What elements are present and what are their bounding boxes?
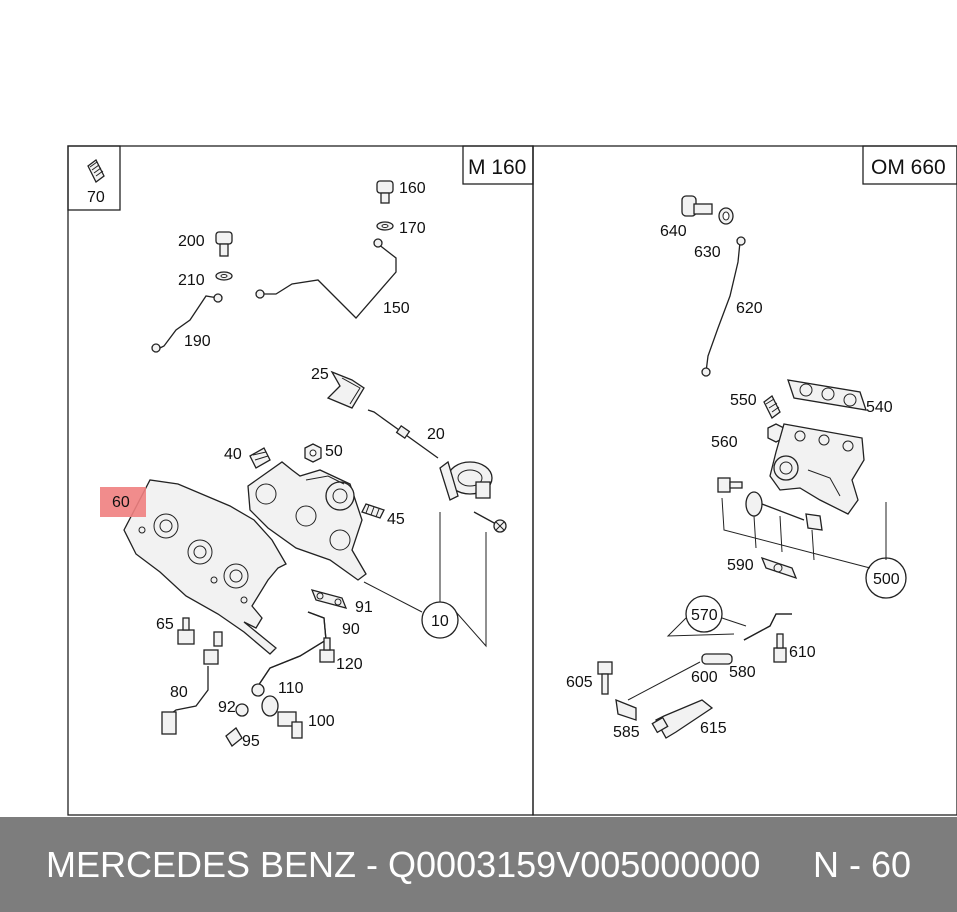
oxygen-sensor-80 — [161, 631, 223, 735]
label-50: 50 — [325, 443, 343, 460]
bolt-610 — [773, 633, 787, 663]
bolt-120 — [319, 637, 335, 663]
parts-diagram: M 160 OM 660 70 160 170 200 210 150 190 … — [67, 145, 957, 816]
oil-line-620 — [701, 236, 746, 377]
label-630: 630 — [694, 244, 721, 261]
label-600: 600 — [691, 669, 718, 686]
label-40: 40 — [224, 446, 242, 463]
plug-100 — [261, 695, 303, 739]
reference-number: N - 60 — [812, 843, 911, 885]
engine-label-right: OM 660 — [871, 156, 946, 179]
actuator-20 — [367, 409, 493, 501]
callout-500 — [865, 557, 907, 599]
label-210: 210 — [178, 272, 205, 289]
label-65: 65 — [156, 616, 174, 633]
gasket-110 — [251, 683, 265, 697]
footer-bar: MERCEDES BENZ - Q0003159V005000000 N - 6… — [0, 817, 957, 912]
engine-label-left: M 160 — [468, 156, 526, 179]
label-20: 20 — [427, 426, 445, 443]
exhaust-manifold — [247, 461, 367, 581]
label-45: 45 — [387, 511, 405, 528]
banjo-bolt-200 — [215, 231, 233, 281]
label-560: 560 — [711, 434, 738, 451]
hose-600 — [701, 653, 733, 665]
actuator-500 — [745, 491, 823, 531]
corner-ref-label: 70 — [87, 189, 105, 206]
callout-570 — [685, 595, 723, 633]
label-92: 92 — [218, 699, 236, 716]
label-550: 550 — [730, 392, 757, 409]
connector-585 — [615, 698, 637, 721]
label-610: 610 — [789, 644, 816, 661]
label-200: 200 — [178, 233, 205, 250]
bracket-25 — [326, 370, 365, 409]
label-91: 91 — [355, 599, 373, 616]
oil-line-150 — [260, 243, 397, 319]
sealant-tube-615 — [651, 699, 714, 739]
label-590: 590 — [727, 557, 754, 574]
pipe-580 — [743, 613, 792, 641]
label-615: 615 — [700, 720, 727, 737]
gasket-91 — [310, 589, 348, 609]
label-580: 580 — [729, 664, 756, 681]
label-190: 190 — [184, 333, 211, 350]
label-620: 620 — [736, 300, 763, 317]
right-panel-frame — [532, 145, 957, 816]
bolt-500a — [717, 477, 743, 493]
stud-45 — [361, 503, 385, 519]
corner-ref-box — [67, 145, 121, 211]
label-120: 120 — [336, 656, 363, 673]
screw-actuator — [473, 511, 507, 533]
label-585: 585 — [613, 724, 640, 741]
label-170: 170 — [399, 220, 426, 237]
highlight-label: 60 — [112, 494, 130, 511]
gasket-540 — [787, 379, 867, 411]
label-640: 640 — [660, 223, 687, 240]
hose-95 — [225, 727, 243, 747]
label-90: 90 — [342, 621, 360, 638]
label-150: 150 — [383, 300, 410, 317]
stud-icon — [87, 159, 105, 183]
pipe-90 — [257, 611, 327, 687]
part-number: MERCEDES BENZ - Q0003159V005000000 — [46, 843, 761, 885]
heat-shield-60 — [123, 479, 287, 655]
label-500: 500 — [873, 571, 900, 588]
label-95: 95 — [242, 733, 260, 750]
label-605: 605 — [566, 674, 593, 691]
stud-40 — [249, 447, 271, 469]
label-10: 10 — [431, 613, 449, 630]
label-160: 160 — [399, 180, 426, 197]
banjo-bolt-160 — [376, 180, 394, 231]
highlight-60 — [100, 487, 146, 517]
banjo-bolt-640 — [681, 195, 734, 225]
clip-92 — [235, 703, 249, 717]
stud-550 — [763, 395, 781, 419]
bolt-65 — [177, 617, 195, 645]
label-570: 570 — [691, 607, 718, 624]
label-100: 100 — [308, 713, 335, 730]
label-540: 540 — [866, 399, 893, 416]
label-110: 110 — [278, 680, 304, 697]
label-80: 80 — [170, 684, 188, 701]
label-25: 25 — [311, 366, 329, 383]
turbo-manifold-om660 — [769, 423, 865, 515]
gasket-590 — [760, 556, 798, 580]
oil-line-190 — [155, 295, 219, 351]
nut-50 — [304, 443, 322, 463]
bolt-605 — [597, 661, 613, 695]
